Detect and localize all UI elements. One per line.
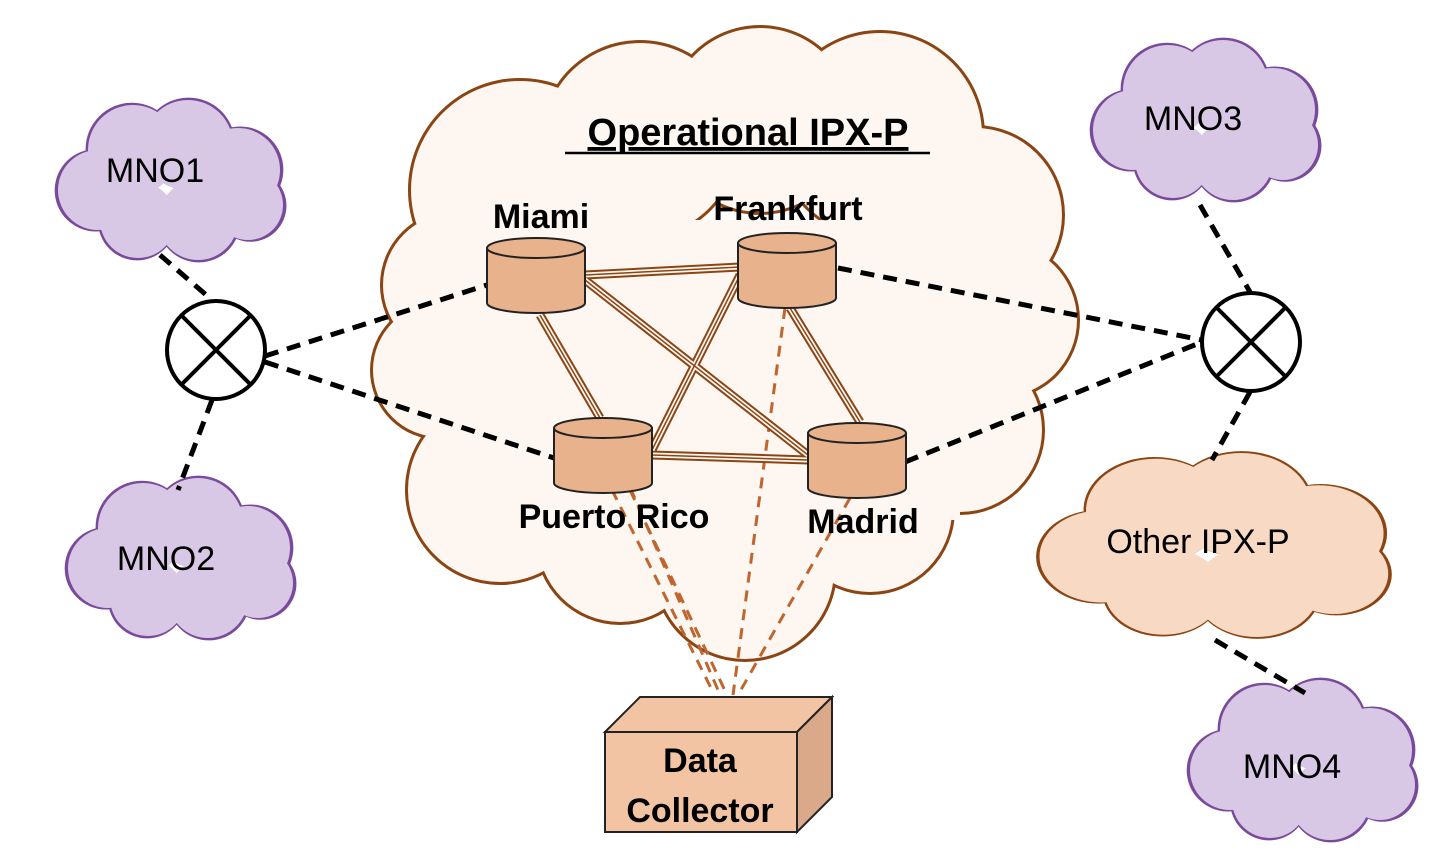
node-puertorico-icon [553,417,653,494]
node-madrid-icon [807,422,907,499]
node-puertorico-label: Puerto Rico [519,498,710,536]
link-mno1-switch [158,253,214,302]
link-other-mno4 [1213,637,1307,696]
other-ipx-label: Other IPX-P [1106,523,1289,561]
link-frankfurt-switch [837,265,1203,343]
node-frankfurt-icon [737,232,837,309]
link-switch-mno2 [175,399,215,491]
page-title: Operational IPX-P [588,112,909,154]
link-switch-other [1209,390,1253,462]
link-mno3-switch [1197,203,1253,294]
collector-label-line1: Data [663,742,738,780]
node-miami-label: Miami [493,198,589,236]
switch-left-icon [165,299,267,401]
node-madrid-label: Madrid [807,503,918,541]
mno1-label: MNO1 [106,152,204,190]
mno3-label: MNO3 [1144,100,1242,138]
link-switch-miami [264,282,488,359]
mno2-label: MNO2 [117,540,215,578]
mno4-label: MNO4 [1243,748,1341,786]
data-collector-box [602,694,835,835]
node-miami-icon [486,237,586,314]
node-links [536,262,864,465]
external-links [158,203,1307,696]
switch-right-icon [1200,291,1302,393]
collector-label-line2: Collector [626,792,773,830]
link-frankfurt-collector [731,307,787,696]
link-madrid-switch [904,339,1203,465]
node-frankfurt-label: Frankfurt [713,190,862,228]
link-switch-puertorico [264,359,555,461]
